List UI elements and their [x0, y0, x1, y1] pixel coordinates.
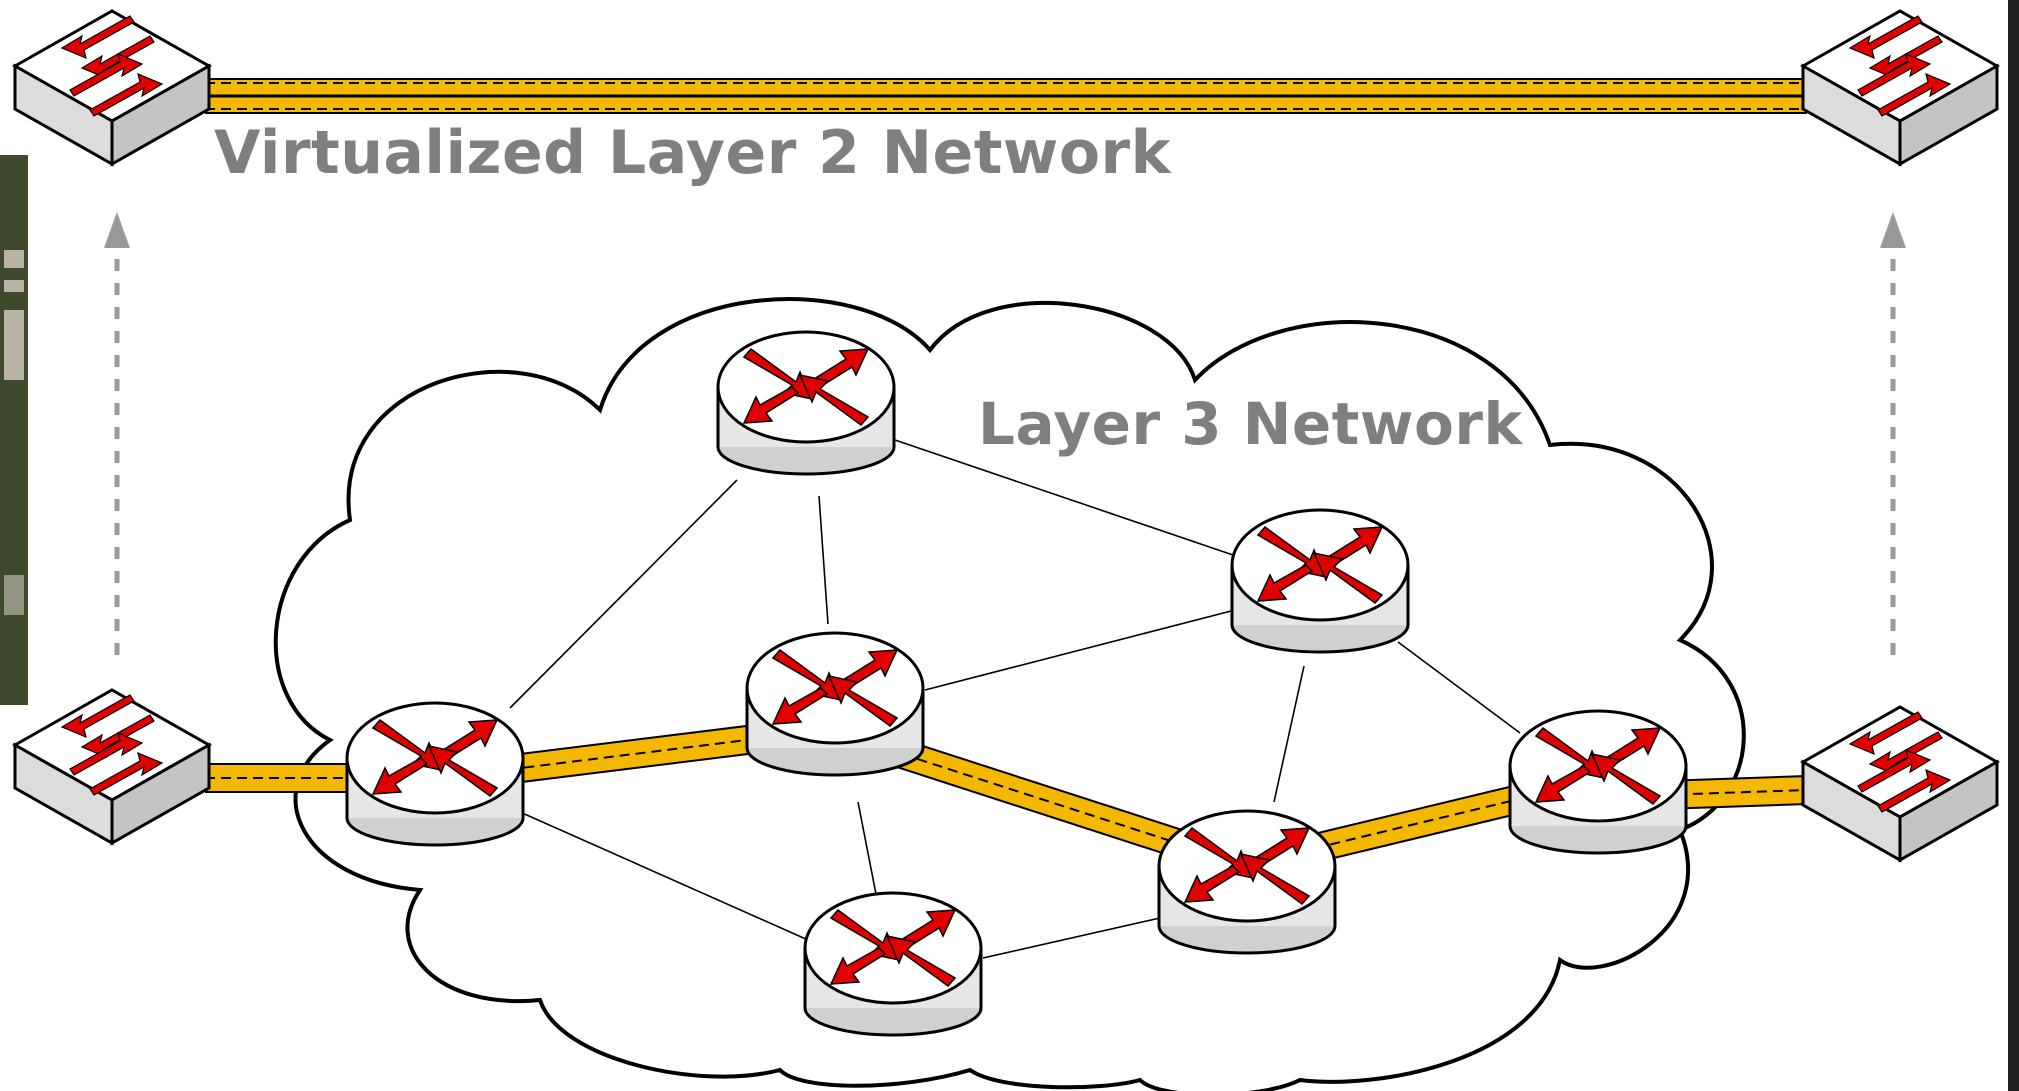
- router-icon-lower-right: [1157, 809, 1337, 955]
- router-icon-center: [745, 631, 925, 777]
- switch-icon-top-right: [1801, 9, 1999, 166]
- layer3-network-label: Layer 3 Network: [978, 390, 1523, 458]
- router-icon-right-upper: [1230, 508, 1410, 654]
- virtual-layer2-tunnel: [205, 78, 1807, 114]
- layer3-cloud: [273, 297, 1746, 1091]
- switch-icon-bottom-right: [1801, 705, 1999, 862]
- layer2-network-label: Virtualized Layer 2 Network: [214, 118, 1172, 188]
- window-edge-bar: [2008, 0, 2019, 1091]
- router-icon-far-right: [1508, 709, 1688, 855]
- router-icon-bottom: [803, 891, 983, 1037]
- layer3-links: [509, 439, 1521, 959]
- left-vertical-arrow: [104, 212, 130, 655]
- background-photo-edge: [0, 155, 28, 705]
- right-vertical-arrow: [1880, 212, 1906, 655]
- router-icon-top: [716, 330, 896, 476]
- switch-icon-top-left: [13, 9, 211, 166]
- switch-icon-bottom-left: [13, 688, 211, 845]
- router-icon-left: [345, 701, 525, 847]
